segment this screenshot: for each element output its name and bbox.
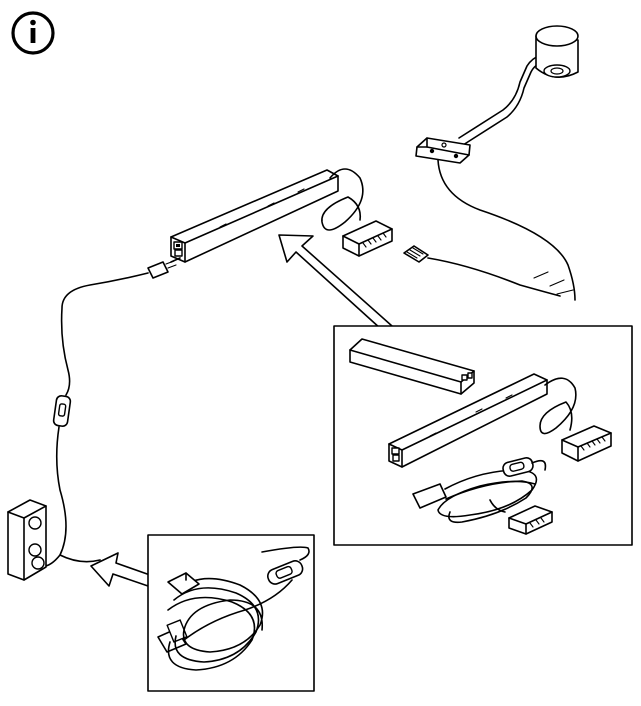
spotlight-lamp	[415, 25, 579, 301]
inset-driver-contents	[333, 325, 633, 546]
power-cord	[37, 257, 181, 568]
arrow-to-power-cord	[90, 552, 151, 587]
wall-socket	[7, 499, 47, 581]
distribution-hub	[342, 220, 393, 257]
inset-power-cord	[147, 534, 315, 692]
led-driver	[170, 168, 364, 263]
lamp-plug-connector	[403, 245, 561, 297]
info-icon	[11, 11, 55, 55]
